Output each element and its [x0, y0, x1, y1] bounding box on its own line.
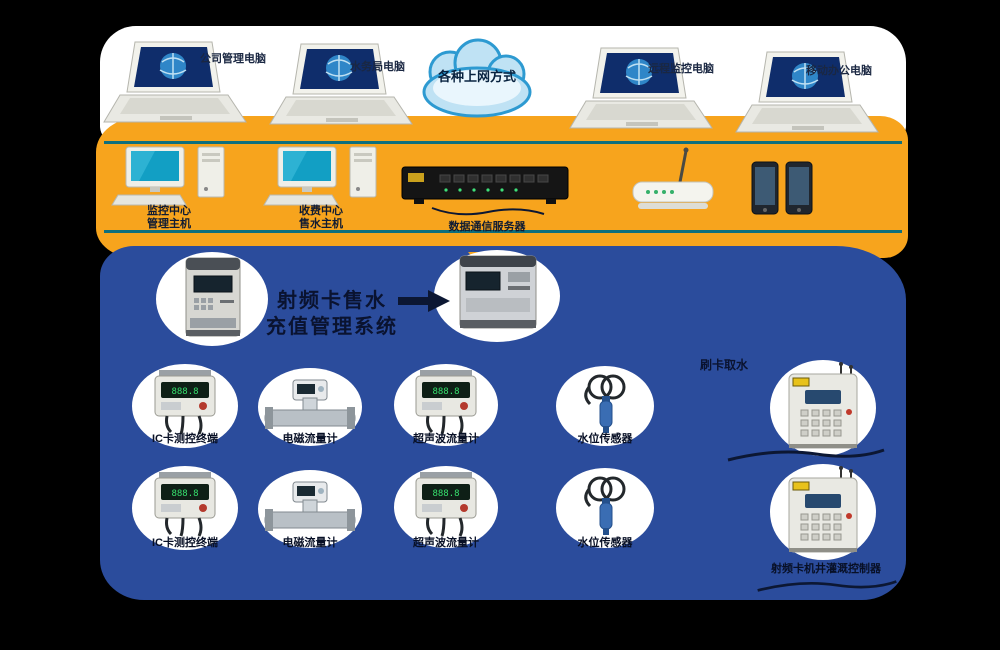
terminal-label-4: 移动办公电脑 — [806, 65, 872, 77]
desktop-computer-icon — [262, 145, 392, 207]
flow-meter-icon — [147, 470, 223, 538]
station2-label-line2: 售水主机 — [299, 218, 343, 230]
vending-title-line1: 射频卡售水 — [277, 290, 387, 312]
cabinet-label: 射频卡机井灌溉控制器 — [771, 563, 881, 575]
well-controller-cabinet-icon — [785, 466, 861, 556]
device-label: 电磁流量计 — [282, 537, 338, 549]
device-label: 水位传感器 — [577, 537, 633, 549]
station2-label-line1: 收费中心 — [299, 205, 343, 217]
flow-meter-icon — [408, 470, 484, 538]
cloud-label: 各种上网方式 — [437, 69, 516, 84]
recharge-machine-icon — [456, 254, 540, 334]
device-label: IC卡测控终端 — [152, 433, 218, 445]
bus-line-top — [104, 141, 902, 144]
laptop-icon — [266, 42, 416, 132]
device-label: 电磁流量计 — [282, 433, 338, 445]
wireless-router-icon — [626, 146, 721, 218]
bus-line-bottom — [104, 230, 902, 233]
well-controller-cabinet-icon — [785, 362, 861, 452]
flow-meter-icon — [147, 368, 223, 436]
station1-label-line1: 监控中心 — [147, 205, 191, 217]
server-rack-icon — [400, 157, 570, 212]
device-label: 超声波流量计 — [413, 433, 479, 445]
device-label: IC卡测控终端 — [152, 537, 218, 549]
level-sensor-icon — [570, 472, 640, 538]
water-vending-machine-icon — [180, 256, 246, 342]
server-label: 数据通信服务器 — [448, 221, 526, 233]
smartphone-pair-icon — [748, 158, 818, 218]
swoosh-line — [726, 446, 886, 464]
pipe-flow-meter-icon — [263, 478, 357, 538]
terminal-label-2: 水务局电脑 — [350, 61, 405, 73]
flow-meter-icon — [408, 368, 484, 436]
wavy-underline — [428, 206, 548, 218]
terminal-label-1: 公司管理电脑 — [200, 53, 266, 65]
pipe-flow-meter-icon — [263, 376, 357, 436]
level-sensor-icon — [570, 370, 640, 436]
device-label: 超声波流量计 — [413, 537, 479, 549]
station1-label-line2: 管理主机 — [147, 218, 191, 230]
desktop-computer-icon — [110, 145, 240, 207]
terminal-label-3: 远程监控电脑 — [648, 63, 714, 75]
card-swipe-tag: 刷卡取水 — [700, 358, 749, 372]
vending-title-line2: 充值管理系统 — [266, 316, 398, 338]
swoosh-line — [752, 578, 902, 594]
device-label: 水位传感器 — [577, 433, 633, 445]
